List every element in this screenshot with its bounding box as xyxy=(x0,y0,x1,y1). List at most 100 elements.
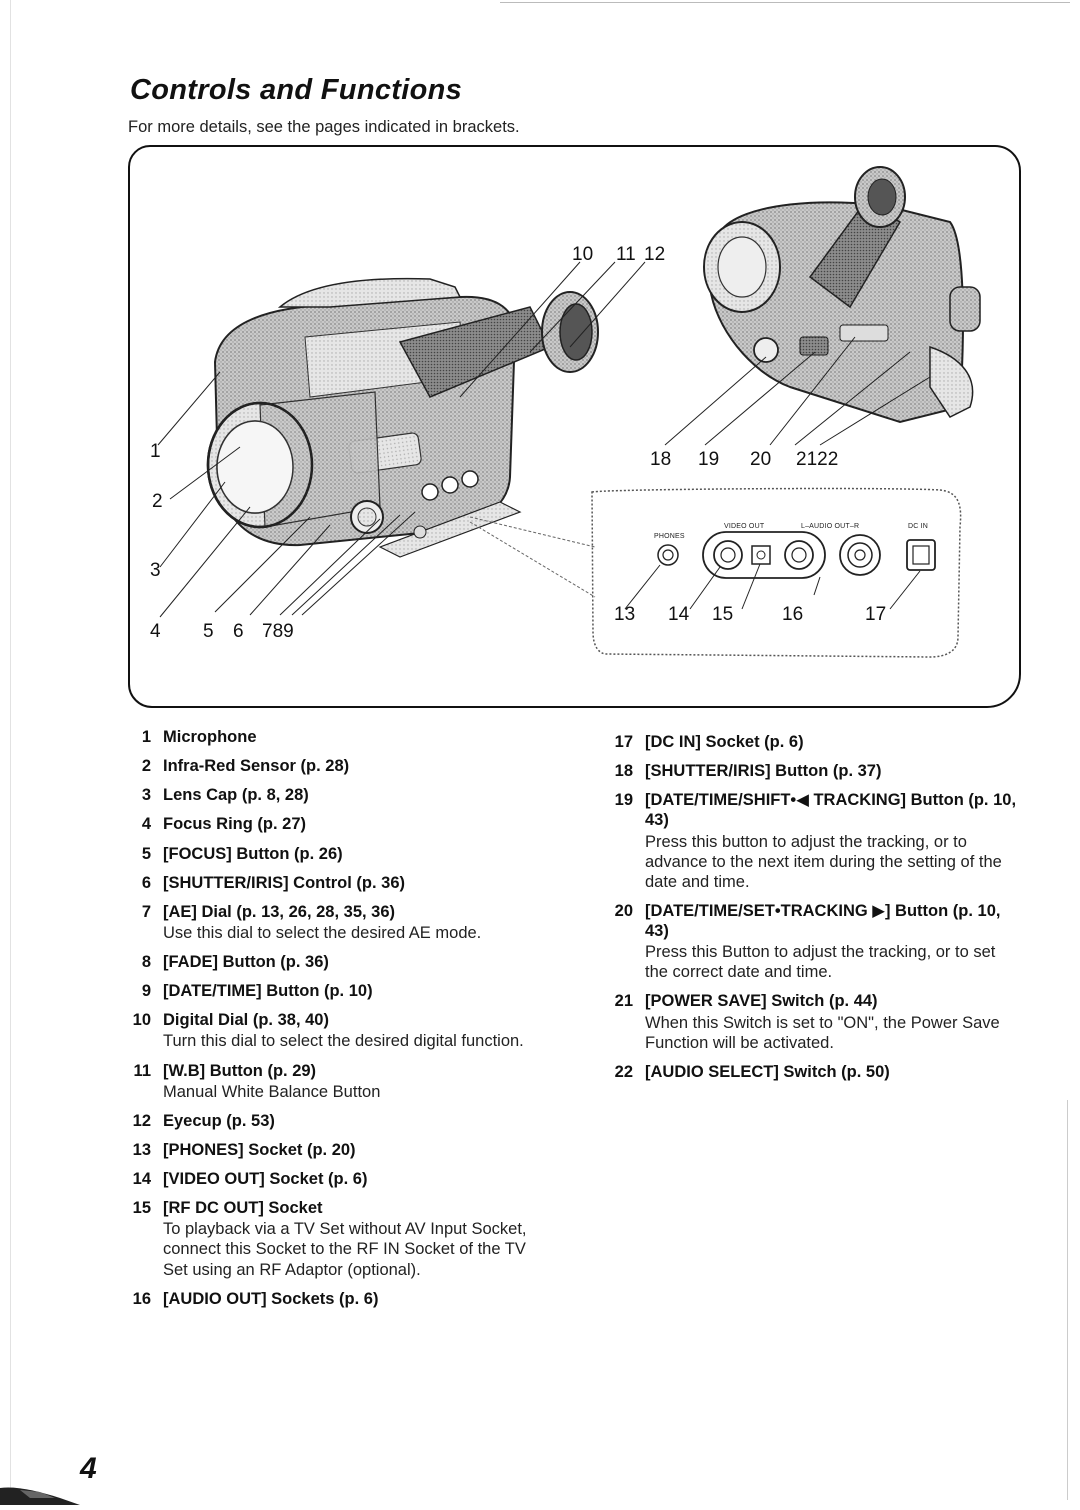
jack-label-dc-in: DC IN xyxy=(908,523,929,530)
item-number: 22 xyxy=(614,1062,633,1081)
item-description: Press this Button to adjust the tracking… xyxy=(645,943,996,982)
page-top-rule xyxy=(500,2,1070,3)
camcorder-figure: 1 2 3 4 5 6 789 10 11 12 18 19 20 2122 1… xyxy=(128,145,1021,708)
callout-13: 13 xyxy=(614,604,636,625)
list-item: 21 [POWER SAVE] Switch (p. 44) When this S… xyxy=(609,991,1019,1052)
list-item: 8 [FADE] Button (p. 36) xyxy=(127,952,547,972)
jack-panel-inset xyxy=(469,487,962,658)
item-description: Use this dial to select the desired AE m… xyxy=(163,923,482,942)
item-description: Turn this dial to select the desired dig… xyxy=(163,1032,524,1051)
page-title: Controls and Functions xyxy=(130,74,463,106)
callout-20: 20 xyxy=(750,449,772,470)
list-item: 16 [AUDIO OUT] Sockets (p. 6) xyxy=(127,1289,547,1309)
item-description: To playback via a TV Set without AV Inpu… xyxy=(163,1220,527,1279)
item-label: [POWER SAVE] Switch (p. 44) xyxy=(645,992,878,1011)
item-label: Microphone xyxy=(163,728,257,746)
item-number: 5 xyxy=(141,844,151,863)
item-label: [PHONES] Socket (p. 20) xyxy=(163,1140,356,1159)
item-label: [DATE/TIME/SET•TRACKING ▶] Button (p. 10… xyxy=(645,901,1001,940)
item-label: [DATE/TIME/SHIFT•◀ TRACKING] Button (p. … xyxy=(645,791,1017,830)
item-number: 10 xyxy=(132,1011,151,1030)
list-item: 9 [DATE/TIME] Button (p. 10) xyxy=(127,981,547,1001)
list-item: 4 Focus Ring (p. 27) xyxy=(127,814,547,834)
callout-15: 15 xyxy=(712,604,734,625)
item-description: Manual White Balance Button xyxy=(163,1082,381,1101)
item-label: [DATE/TIME] Button (p. 10) xyxy=(163,982,373,1001)
callout-2122: 2122 xyxy=(796,449,839,470)
item-label: [FOCUS] Button (p. 26) xyxy=(163,844,343,863)
callout-14: 14 xyxy=(668,604,690,625)
item-description: Press this button to adjust the tracking… xyxy=(645,832,1002,891)
item-number: 20 xyxy=(614,901,633,920)
page-right-edge xyxy=(1067,1100,1068,1500)
list-item: 13 [PHONES] Socket (p. 20) xyxy=(127,1140,547,1160)
item-number: 21 xyxy=(614,992,633,1011)
callout-19: 19 xyxy=(698,449,720,470)
callout-6: 6 xyxy=(233,621,244,642)
list-item: 15 [RF DC OUT] Socket To playback via a TV… xyxy=(127,1198,547,1280)
list-item: 7[AE] Dial (p. 13, 26, 28, 35, 36)Use th… xyxy=(127,902,547,943)
item-number: 6 xyxy=(141,873,151,892)
jack-label-phones: PHONES xyxy=(654,533,685,540)
camcorder-front-view xyxy=(206,277,599,558)
item-label: [FADE] Button (p. 36) xyxy=(163,953,329,971)
list-item: 20 [DATE/TIME/SET•TRACKING ▶] Button (p. … xyxy=(609,901,1019,983)
item-number: 17 xyxy=(614,733,633,751)
item-label: Focus Ring (p. 27) xyxy=(163,815,307,834)
item-number: 16 xyxy=(132,1289,151,1308)
item-label: [W.B] Button (p. 29) xyxy=(163,1061,317,1080)
callout-10: 10 xyxy=(572,244,594,265)
callout-11: 11 xyxy=(616,244,636,265)
list-item: 6 [SHUTTER/IRIS] Control (p. 36) xyxy=(127,873,547,893)
list-item: 19 [DATE/TIME/SHIFT•◀ TRACKING] Button (p… xyxy=(609,790,1019,892)
jack-label-video-out: VIDEO OUT xyxy=(724,523,765,530)
callout-4: 4 xyxy=(150,621,161,642)
item-number: 4 xyxy=(141,815,151,834)
item-number: 11 xyxy=(133,1061,151,1080)
callout-12: 12 xyxy=(644,244,666,265)
item-label: Eyecup (p. 53) xyxy=(163,1111,275,1130)
item-label: [RF DC OUT] Socket xyxy=(163,1199,323,1218)
scan-corner-mark xyxy=(0,1468,80,1505)
item-description: When this Switch is set to "ON", the Pow… xyxy=(645,1013,1000,1052)
callout-2: 2 xyxy=(152,491,163,512)
controls-list-right: 17 [DC IN] Socket (p. 6) 18 [SHUTTER/IRIS] … xyxy=(609,732,1019,1091)
camcorder-rear-view xyxy=(703,166,981,424)
item-label: [AUDIO SELECT] Switch (p. 50) xyxy=(645,1062,890,1081)
item-number: 12 xyxy=(132,1111,151,1130)
page-subtitle: For more details, see the pages indicate… xyxy=(128,118,520,136)
callout-789: 789 xyxy=(262,621,294,642)
item-number: 9 xyxy=(141,982,151,1001)
list-item: 11 [W.B] Button (p. 29) Manual White Balan… xyxy=(127,1061,547,1102)
item-number: 2 xyxy=(141,757,151,776)
page-number: 4 xyxy=(80,1452,97,1485)
callout-18: 18 xyxy=(650,449,672,470)
callout-17: 17 xyxy=(865,604,887,625)
item-number: 19 xyxy=(614,791,633,810)
item-label: [DC IN] Socket (p. 6) xyxy=(645,733,804,751)
item-number: 13 xyxy=(132,1140,151,1159)
list-item: 12 Eyecup (p. 53) xyxy=(127,1111,547,1131)
callout-1: 1 xyxy=(150,441,161,462)
camcorder-illustration xyxy=(157,166,981,658)
list-item: 5 [FOCUS] Button (p. 26) xyxy=(127,844,547,864)
list-item: 10 Digital Dial (p. 38, 40) Turn this dial… xyxy=(127,1010,547,1051)
item-number: 8 xyxy=(141,953,151,971)
list-item: 22 [AUDIO SELECT] Switch (p. 50) xyxy=(609,1062,1019,1082)
jack-label-audio-out: L–AUDIO OUT–R xyxy=(801,523,860,530)
item-label: [AUDIO OUT] Sockets (p. 6) xyxy=(163,1289,379,1308)
item-label: [SHUTTER/IRIS] Button (p. 37) xyxy=(645,762,882,781)
page-left-edge xyxy=(10,0,11,1505)
item-label: [SHUTTER/IRIS] Control (p. 36) xyxy=(163,873,405,892)
item-label: [VIDEO OUT] Socket (p. 6) xyxy=(163,1170,368,1188)
item-label: Digital Dial (p. 38, 40) xyxy=(163,1011,329,1030)
item-number: 18 xyxy=(614,762,633,781)
item-label: Lens Cap (p. 8, 28) xyxy=(163,786,309,805)
list-item: 18 [SHUTTER/IRIS] Button (p. 37) xyxy=(609,761,1019,781)
callout-5: 5 xyxy=(203,621,214,642)
item-number: 15 xyxy=(132,1199,151,1218)
item-number: 14 xyxy=(132,1170,151,1188)
